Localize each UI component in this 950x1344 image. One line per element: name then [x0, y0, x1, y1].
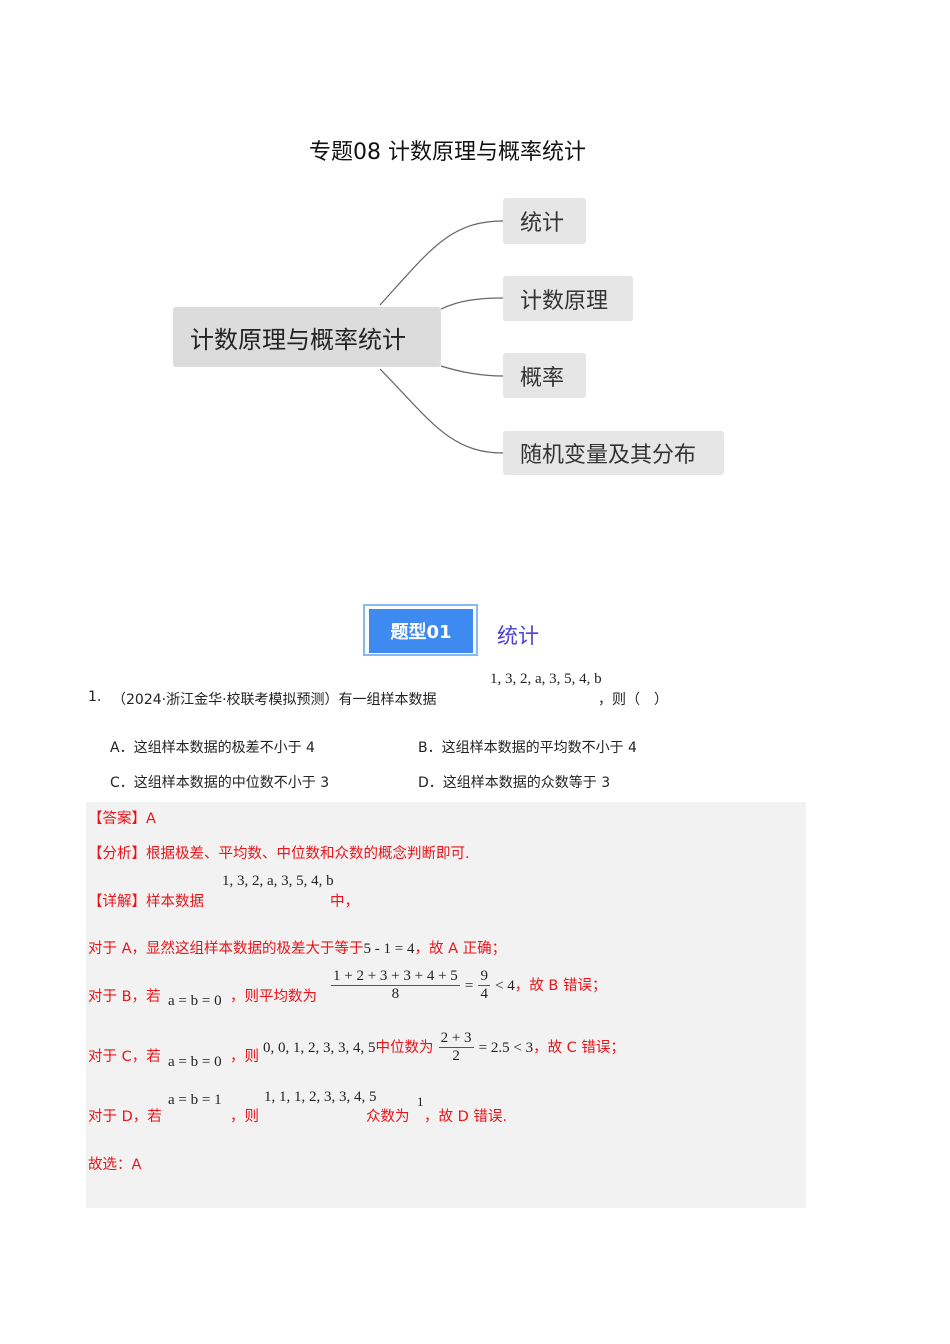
case-d-mode: 1 [417, 1094, 424, 1109]
option-d: D．这组样本数据的众数等于 3 [418, 775, 611, 791]
connector-line [440, 365, 504, 377]
denominator: 8 [391, 986, 400, 1002]
denominator: 4 [480, 986, 488, 1002]
case-c-suffix: ，故 C 错误； [533, 1040, 625, 1056]
option-a: A．这组样本数据的极差不小于 4 [110, 740, 315, 756]
case-b-mid: ，则平均数为 [230, 989, 317, 1005]
case-d-data: 1, 1, 1, 2, 3, 3, 4, 5 [264, 1089, 377, 1105]
option-c: C．这组样本数据的中位数不小于 3 [110, 775, 330, 791]
numerator: 9 [478, 968, 490, 986]
mindmap-root: 计数原理与概率统计 [173, 307, 441, 367]
numerator: 2 + 3 [438, 1030, 474, 1048]
sorted-data: 0, 0, 1, 2, 3, 3, 4, 5 [263, 1040, 376, 1056]
section-title: 统计 [497, 624, 539, 648]
case-c-condition: a = b = 0 [168, 1054, 222, 1070]
mindmap-node: 随机变量及其分布 [503, 431, 724, 475]
case-a-suffix: ，故 A 正确； [414, 941, 507, 957]
connector-line [379, 220, 504, 306]
case-b-condition: a = b = 0 [168, 993, 222, 1009]
mindmap-node: 概率 [503, 353, 586, 398]
mindmap-node: 统计 [503, 198, 586, 244]
case-b-suffix: ，故 B 错误； [514, 978, 607, 994]
connector-line [440, 297, 504, 310]
case-c-mid: ，则 [230, 1049, 259, 1065]
choice-text: 故选：A [88, 1157, 142, 1173]
case-a-math: 5 - 1 = 4 [363, 941, 415, 957]
equals: = [464, 978, 474, 994]
case-d-mid2: 众数为 [366, 1109, 410, 1125]
sample-data: 1, 3, 2, a, 3, 5, 4, b [490, 671, 602, 687]
page-title: 专题08 计数原理与概率统计 [309, 140, 586, 165]
question-stem: （2024·浙江金华·校联考模拟预测）有一组样本数据 [112, 692, 437, 708]
denominator: 2 [452, 1048, 460, 1064]
case-b-prefix: 对于 B，若 [88, 989, 161, 1005]
case-d-mid: ，则 [230, 1109, 259, 1125]
mindmap-node: 计数原理 [503, 276, 633, 321]
answer-label: 【答案】A [88, 811, 156, 827]
badge-frame [363, 604, 478, 656]
detail-data: 1, 3, 2, a, 3, 5, 4, b [222, 873, 334, 889]
detail-prefix: 【详解】样本数据 [88, 894, 204, 910]
case-c-mid2: 中位数为 [375, 1040, 434, 1056]
question-number: 1. [88, 689, 102, 705]
analysis-text: 【分析】根据极差、平均数、中位数和众数的概念判断即可. [88, 846, 470, 862]
comparison: < 4 [495, 978, 515, 994]
result: = 2.5 < 3 [478, 1040, 534, 1056]
detail-suffix: 中， [330, 894, 359, 910]
case-d-condition: a = b = 1 [168, 1092, 222, 1108]
connector-line [379, 368, 504, 454]
mindmap-connectors [379, 220, 504, 454]
numerator: 1 + 2 + 3 + 3 + 4 + 5 [331, 968, 460, 986]
case-a-text: 对于 A，显然这组样本数据的极差大于等于5 - 1 = 4，故 A 正确； [88, 937, 506, 958]
case-c-prefix: 对于 C，若 [88, 1049, 161, 1065]
section-badge: 题型01 [369, 609, 473, 653]
case-a-prefix: 对于 A，显然这组样本数据的极差大于等于 [88, 941, 364, 957]
case-d-prefix: 对于 D，若 [88, 1109, 162, 1125]
question-tail: ，则（ ） [598, 692, 668, 708]
option-b: B．这组样本数据的平均数不小于 4 [418, 740, 637, 756]
case-d-suffix: ，故 D 错误. [424, 1109, 507, 1125]
answer-box [86, 802, 806, 1208]
